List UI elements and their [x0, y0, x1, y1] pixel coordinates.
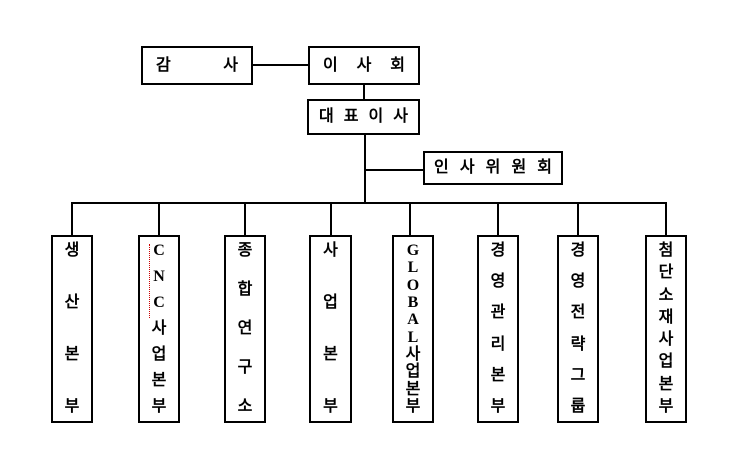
distribution-line [71, 202, 667, 204]
drop-line-4 [330, 202, 332, 235]
drop-line-6 [497, 202, 499, 235]
spellcheck-underline-icon [149, 244, 150, 318]
drop-line-2 [158, 202, 160, 235]
drop-line-7 [577, 202, 579, 235]
drop-line-3 [244, 202, 246, 235]
connector-hr-branch [365, 169, 423, 171]
drop-line-5 [409, 202, 411, 235]
drop-line-8 [665, 202, 667, 235]
connector-board-ceo [363, 85, 365, 99]
connector-audit-board [251, 64, 308, 66]
drop-line-1 [71, 202, 73, 235]
